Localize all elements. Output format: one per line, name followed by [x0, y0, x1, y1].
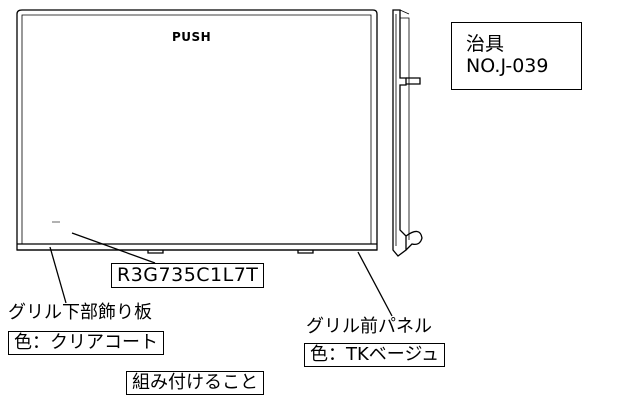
- front-panel-outline: [16, 9, 378, 251]
- side-profile-edge: [399, 9, 410, 15]
- front-panel-name: グリル前パネル: [306, 316, 432, 337]
- leader-part-number: [71, 232, 156, 264]
- side-profile-hook: [405, 230, 423, 251]
- part-number: R3G735C1L7T: [111, 263, 265, 288]
- side-profile-tab: [400, 17, 410, 240]
- leader-front-panel: [357, 251, 393, 317]
- lower-trim-name: グリル下部飾り板: [8, 302, 152, 323]
- leader-lower-trim: [49, 246, 67, 304]
- jig-label: 治具: [466, 33, 505, 55]
- front-panel-inner-border: [21, 14, 372, 245]
- jig-number: NO.J-039: [466, 55, 549, 77]
- side-profile-clip: [406, 77, 421, 85]
- lower-notch-right: [297, 250, 314, 254]
- jig-number-box: 治具 NO.J-039: [451, 22, 582, 90]
- assembly-instruction: 組み付けること: [126, 371, 264, 395]
- push-label: PUSH: [172, 30, 212, 44]
- front-panel-color: 色：TKベージュ: [304, 343, 446, 367]
- side-profile: [392, 9, 407, 257]
- lower-trim-color: 色：クリアコート: [8, 331, 164, 355]
- lower-notch-left: [147, 250, 164, 254]
